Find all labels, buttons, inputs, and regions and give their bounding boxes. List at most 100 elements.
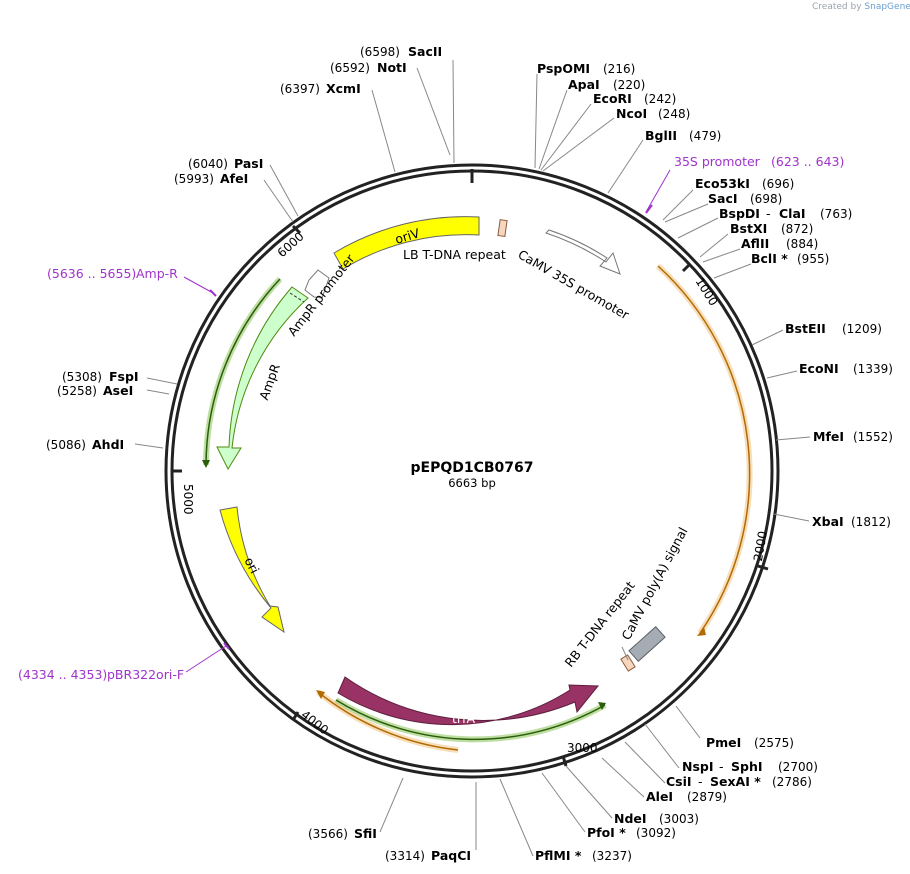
enzyme-pfoi-pos: (3092) <box>636 826 676 840</box>
enzyme-bglii-pos: (479) <box>689 129 721 143</box>
ampr-label: AmpR <box>256 361 283 402</box>
enzyme-noti-name[interactable]: NotI <box>377 60 407 75</box>
primer-ampr-range: (5636 .. 5655) <box>47 266 136 281</box>
enzyme-sfii-name[interactable]: SfiI <box>354 826 377 841</box>
enzyme-xcmi-pos: (6397) <box>280 82 320 96</box>
tick-label-2000: 2000 <box>751 530 770 563</box>
enzyme-econi-pos: (1339) <box>853 362 893 376</box>
enzyme-bsteii-pos: (1209) <box>842 322 882 336</box>
enzyme-paqci-pos: (3314) <box>385 849 425 863</box>
plasmid-name: pEPQD1CB0767 <box>410 460 533 476</box>
enzyme-bspdi-name[interactable]: BspDI <box>719 206 760 221</box>
enzyme-pfoi-name[interactable]: PfoI * <box>587 825 626 840</box>
ampr-promoter-feature[interactable] <box>304 269 330 299</box>
enzyme-ahdi-pos: (5086) <box>46 438 86 452</box>
snapgene-credit: Created by SnapGene <box>812 2 910 12</box>
trfa-feature[interactable] <box>337 676 600 726</box>
tick-label-1000: 1000 <box>693 275 721 308</box>
plasmid-length: 6663 bp <box>448 476 496 490</box>
enzyme-bsteii-name[interactable]: BstEII <box>785 321 826 336</box>
enzyme-alei-name[interactable]: AleI <box>646 789 673 804</box>
enzyme-ndei-name[interactable]: NdeI <box>614 811 647 826</box>
enzyme-apai-pos: (220) <box>613 78 645 92</box>
enzyme-afei-name[interactable]: AfeI <box>220 171 248 186</box>
enzyme-nspi-name[interactable]: NspI <box>682 759 714 774</box>
enzyme-sphi-name[interactable]: SphI <box>731 759 763 774</box>
enzyme-saci-name[interactable]: SacI <box>708 191 738 206</box>
enzyme-ahdi-name[interactable]: AhdI <box>92 437 124 452</box>
enzyme-pspomi-name[interactable]: PspOMI <box>537 61 590 76</box>
polya-feature[interactable] <box>628 626 666 662</box>
enzyme-asei-name[interactable]: AseI <box>103 383 133 398</box>
camv-35s-feature[interactable] <box>545 229 621 275</box>
enzyme-leaders <box>134 59 811 857</box>
enzyme-bspdi-pos: (763) <box>820 207 852 221</box>
ori-label: ori <box>241 555 262 576</box>
enzyme-ncoi-pos: (248) <box>658 107 690 121</box>
ampr-feature[interactable] <box>216 286 309 471</box>
enzyme-bcli-pos: (955) <box>797 252 829 266</box>
enzyme-pmei-name[interactable]: PmeI <box>706 735 741 750</box>
enzyme-noti-pos: (6592) <box>330 61 370 75</box>
enzyme-bspdi-sep: - <box>766 206 771 221</box>
enzyme-aflii-name[interactable]: AflII <box>741 236 769 251</box>
enzyme-bglii-name[interactable]: BglII <box>645 128 677 143</box>
enzyme-pasi-pos: (6040) <box>188 157 228 171</box>
enzyme-ecori-pos: (242) <box>644 92 676 106</box>
enzyme-nspi-pos: (2700) <box>778 760 818 774</box>
enzyme-clai-name[interactable]: ClaI <box>779 206 806 221</box>
enzyme-sacii-pos: (6598) <box>360 45 400 59</box>
lb-tdna-label: LB T-DNA repeat <box>403 247 506 262</box>
rb-tdna-feature[interactable] <box>620 654 636 672</box>
enzyme-econi-name[interactable]: EcoNI <box>799 361 839 376</box>
enzyme-afei-pos: (5993) <box>174 172 214 186</box>
primers: 35S promoter (623 .. 643) (5636 .. 5655)… <box>18 154 844 682</box>
primer-35s-range: (623 .. 643) <box>771 154 844 169</box>
primer-ampr-name: Amp-R <box>136 266 178 281</box>
enzyme-ecori-name[interactable]: EcoRI <box>593 91 632 106</box>
enzyme-apai-name[interactable]: ApaI <box>568 77 600 92</box>
enzyme-fspi-name[interactable]: FspI <box>109 369 139 384</box>
trfa-label: trfA <box>452 711 475 726</box>
enzyme-xbai-pos: (1812) <box>851 515 891 529</box>
enzyme-csii-name[interactable]: CsiI <box>666 774 692 789</box>
enzyme-pflmi-pos: (3237) <box>592 849 632 863</box>
enzyme-xcmi-name[interactable]: XcmI <box>326 81 361 96</box>
enzyme-ndei-pos: (3003) <box>659 812 699 826</box>
enzyme-csii-sep: - <box>698 774 703 789</box>
enzyme-eco53ki-name[interactable]: Eco53kI <box>695 176 750 191</box>
enzyme-sexai-name[interactable]: SexAI * <box>710 774 761 789</box>
enzyme-sacii-name[interactable]: SacII <box>408 44 442 59</box>
enzyme-nspi-sep: - <box>719 759 724 774</box>
oriv-feature[interactable] <box>333 216 480 270</box>
enzyme-eco53ki-pos: (696) <box>762 177 794 191</box>
enzyme-pasi-name[interactable]: PasI <box>234 156 263 171</box>
enzyme-pmei-pos: (2575) <box>754 736 794 750</box>
tick-label-5000: 5000 <box>181 484 195 515</box>
enzyme-paqci-name[interactable]: PaqCI <box>431 848 471 863</box>
enzyme-saci-pos: (698) <box>750 192 782 206</box>
oriv-label: oriV <box>393 225 422 247</box>
enzyme-alei-pos: (2879) <box>687 790 727 804</box>
tick-label-3000: 3000 <box>567 741 598 755</box>
enzyme-pflmi-name[interactable]: PflMI * <box>535 848 582 863</box>
enzyme-csii-pos: (2786) <box>772 775 812 789</box>
enzyme-bstxi-pos: (872) <box>781 222 813 236</box>
enzyme-sfii-pos: (3566) <box>308 827 348 841</box>
enzyme-asei-pos: (5258) <box>57 384 97 398</box>
enzyme-mfei-name[interactable]: MfeI <box>813 429 844 444</box>
ori-feature[interactable] <box>219 506 285 634</box>
lb-tdna-feature[interactable] <box>497 219 508 238</box>
primer-35s-name: 35S promoter <box>674 154 761 169</box>
enzyme-xbai-name[interactable]: XbaI <box>812 514 844 529</box>
snapgene-brand: SnapGene <box>864 2 910 12</box>
primer-pbr322-name: pBR322ori-F <box>107 667 184 682</box>
enzyme-ncoi-name[interactable]: NcoI <box>616 106 647 121</box>
enzyme-fspi-pos: (5308) <box>62 370 102 384</box>
credit-prefix: Created by <box>812 2 862 12</box>
enzyme-mfei-pos: (1552) <box>853 430 893 444</box>
enzyme-bcli-name[interactable]: BclI * <box>751 251 788 266</box>
primer-pbr322-range: (4334 .. 4353) <box>18 667 107 682</box>
enzyme-bstxi-name[interactable]: BstXI <box>730 221 767 236</box>
